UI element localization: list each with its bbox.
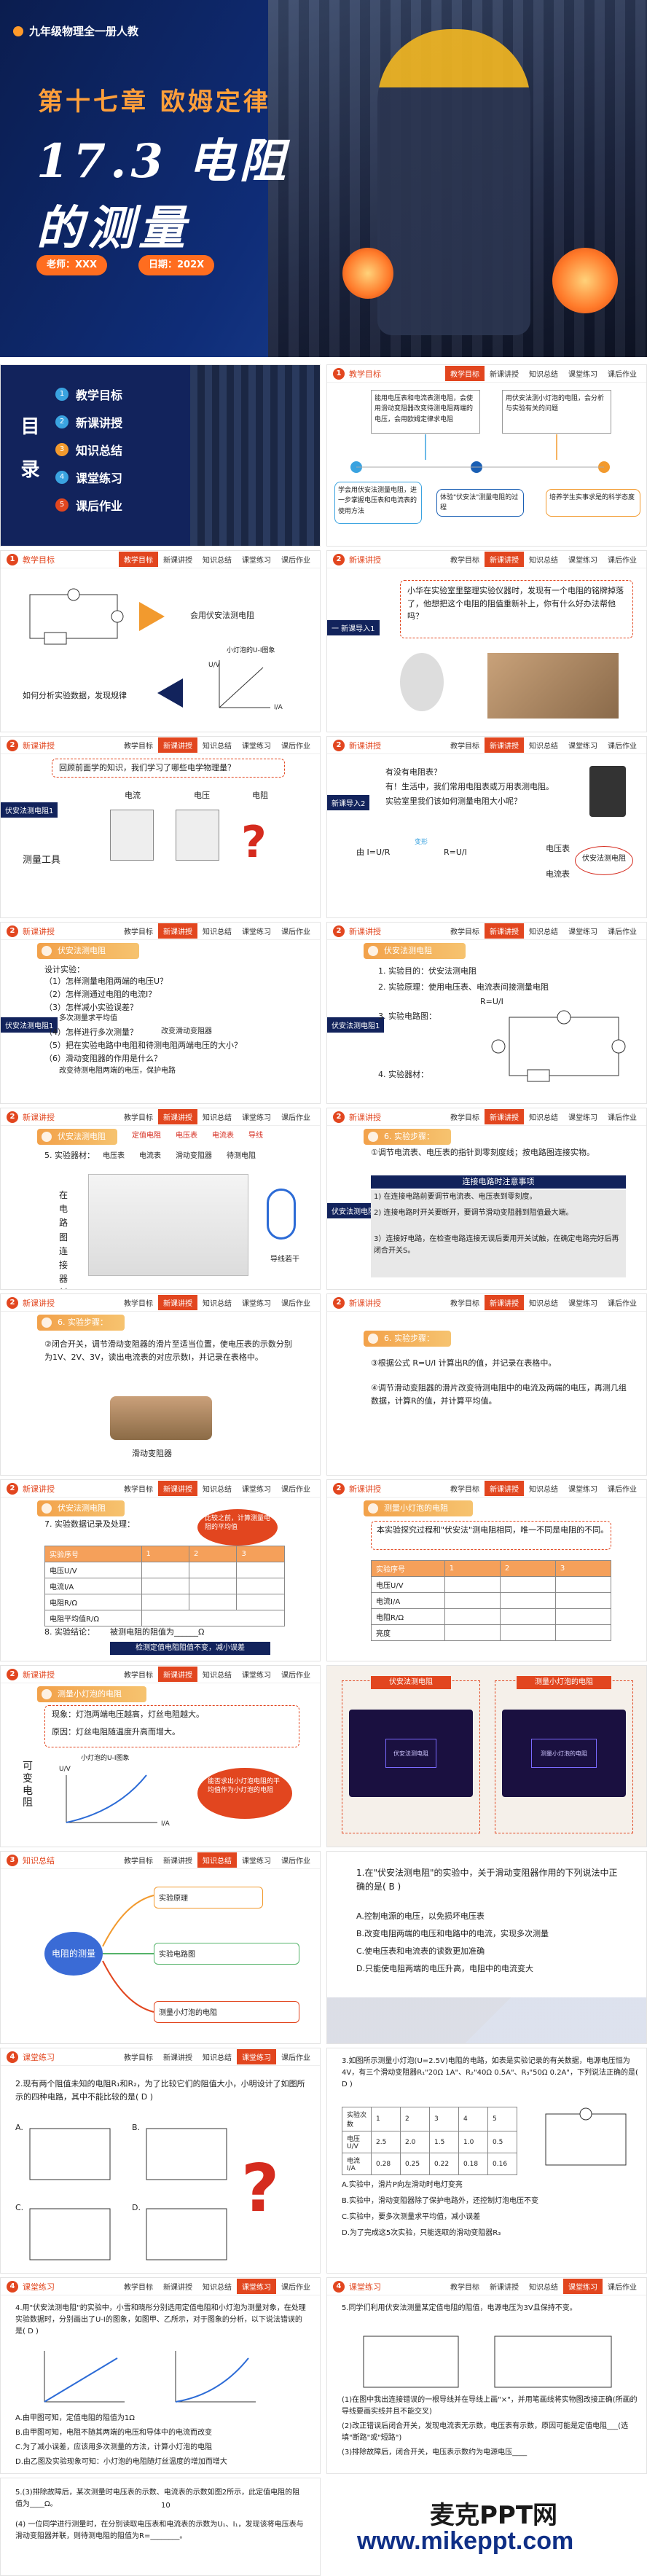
goal-c2: 如何分析实验数据，发现规律 bbox=[23, 691, 127, 700]
wire-icon bbox=[267, 1189, 296, 1240]
lesson-title-line2: 的测量 bbox=[36, 201, 189, 256]
tab-practice[interactable]: 课堂练习 bbox=[568, 371, 597, 379]
brand-watermark: 麦克PPT网 www.mikeppt.com bbox=[328, 2478, 647, 2576]
q3-circuit bbox=[545, 2107, 627, 2166]
date-pill: 日期：202X bbox=[138, 255, 215, 275]
voltmeter-icon bbox=[176, 810, 219, 861]
mindmap-links bbox=[102, 1895, 154, 2013]
slide-nav: 1 教学目标 教学目标 新课讲授 知识总结 课堂练习 课后作业 bbox=[327, 365, 646, 383]
graph-title: 小灯泡的U-I图象 bbox=[227, 647, 275, 654]
worker-photo bbox=[268, 0, 647, 357]
tools-label: 测量工具 bbox=[23, 855, 61, 866]
bulb-ui-graph bbox=[66, 1774, 157, 1823]
thinker-figure bbox=[400, 653, 444, 711]
video-player-2[interactable]: 测量小灯泡的电阻 bbox=[502, 1710, 626, 1797]
worker-figure bbox=[377, 29, 530, 335]
multimeter-icon bbox=[589, 766, 626, 817]
i-axis-label: I/A bbox=[274, 704, 283, 711]
video-slide: 伏安法测电阻 测量小灯泡的电阻 伏安法测电阻 测量小灯泡的电阻 bbox=[326, 1665, 647, 1847]
goal-item-2: 体验"伏安法"测量电阻的过程 bbox=[436, 489, 524, 517]
series-tag: 九年级物理全一册人教 bbox=[13, 23, 138, 39]
nav-tabs: 教学目标 新课讲授 知识总结 课堂练习 课后作业 bbox=[445, 366, 642, 381]
q5-circuit bbox=[363, 2336, 612, 2388]
equipment-photo bbox=[88, 1174, 248, 1276]
goal-links bbox=[350, 434, 610, 473]
rheostat-photo bbox=[110, 1396, 212, 1440]
u-axis-label: U/V bbox=[208, 662, 220, 669]
goal-item-3: 培养学生实事求是的科学态度 bbox=[546, 489, 640, 517]
deco-circle bbox=[552, 248, 618, 313]
tab-new[interactable]: 新课讲授 bbox=[490, 371, 519, 379]
circuit-diagram bbox=[491, 1010, 626, 1082]
tab-homework[interactable]: 课后作业 bbox=[608, 371, 637, 379]
mindmap-center: 电阻的测量 bbox=[44, 1932, 103, 1976]
q1-slide: 1.在"伏安法测电阻"的实验中，关于滑动变阻器作用的下列说法中正确的是( B )… bbox=[326, 1851, 647, 2044]
section-number: 1 bbox=[333, 367, 345, 380]
ammeter-icon bbox=[110, 810, 154, 861]
cover-slide: 九年级物理全一册人教 第十七章 欧姆定律 17.3 电阻 的测量 老师：XXX … bbox=[0, 0, 647, 357]
chapter-title: 第十七章 欧姆定律 bbox=[38, 87, 271, 117]
intro-text: 小华在实验室里整理实验仪器时，发现有一个电阻的铭牌掉落了，他想把这个电阻的阻值重… bbox=[407, 586, 624, 622]
deco-circle bbox=[342, 248, 393, 299]
dot-icon bbox=[13, 26, 23, 36]
lesson-title-line1: 17.3 电阻 bbox=[36, 134, 291, 189]
circuit-diagram bbox=[29, 588, 270, 708]
side-text: 在电路图连接器材 bbox=[59, 1190, 68, 1289]
review-question: 回顾前面学的知识，我们学习了哪些电学物理量？ bbox=[59, 763, 235, 772]
goal-box-1: 能用电压表和电流表测电阻，会使用滑动变阻器改变待测电阻两端的电压，会用欧姆定律求… bbox=[371, 390, 480, 434]
q5b-slide: 5.(3)排除故障后，某次测量时电压表的示数、电流表的示数如图2所示，此定值电阻… bbox=[0, 2478, 321, 2576]
q3-slide: 3.如图所示测量小灯泡(U=2.5V)电阻的电路，如表是实验记录的有关数据，电源… bbox=[326, 2048, 647, 2274]
goals-slide: 1 教学目标 教学目标 新课讲授 知识总结 课堂练习 课后作业 能用电压表和电流… bbox=[326, 364, 647, 547]
goal-box-2: 用伏安法测小灯泡的电阻，会分析与实验有关的问题 bbox=[502, 390, 611, 434]
q2-circuits bbox=[29, 2128, 227, 2260]
brand-url[interactable]: www.mikeppt.com bbox=[357, 2527, 574, 2555]
teacher-pill: 老师：XXX bbox=[36, 255, 108, 275]
toc-heading: 目 录 bbox=[17, 416, 39, 488]
tab-summary[interactable]: 知识总结 bbox=[529, 371, 558, 379]
resistor-photo bbox=[487, 653, 619, 719]
brand-name: 麦克PPT网 bbox=[430, 2501, 558, 2530]
goal-c1: 会用伏安法测电阻 bbox=[190, 611, 254, 620]
question-mark-icon: ? bbox=[241, 2150, 280, 2227]
video-player-1[interactable]: 伏安法测电阻 bbox=[349, 1710, 473, 1797]
goal-item-1: 学会用伏安法测量电阻，进一步掌握电压表和电流表的使用方法 bbox=[334, 482, 422, 524]
side-tag: 一 新课导入1 bbox=[327, 620, 380, 635]
q4-graphs bbox=[44, 2351, 256, 2403]
question-mark-icon: ? bbox=[241, 817, 267, 868]
tab-goals[interactable]: 教学目标 bbox=[445, 366, 485, 381]
